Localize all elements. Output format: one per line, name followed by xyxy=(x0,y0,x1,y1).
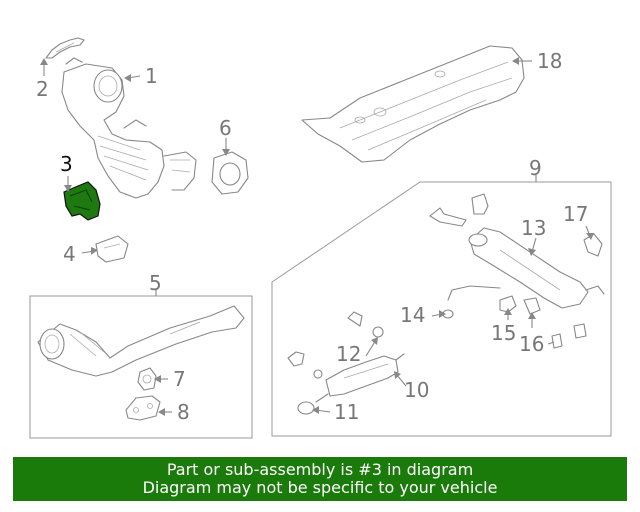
part-6-gasket[interactable] xyxy=(211,151,249,195)
callout-2: 2 xyxy=(36,77,49,101)
part-13-muffler[interactable] xyxy=(447,227,605,309)
part-info-banner: Part or sub-assembly is #3 in diagram Di… xyxy=(13,457,627,501)
part-12-hanger[interactable] xyxy=(287,311,384,379)
sub-assembly-box-5 xyxy=(29,295,253,439)
sub-assembly-box-9 xyxy=(271,181,612,437)
callout-9: 9 xyxy=(529,156,542,180)
banner-line-disclaimer: Diagram may not be specific to your vehi… xyxy=(142,478,498,497)
part-3-bracket-highlighted[interactable] xyxy=(63,181,101,221)
part-2-gasket[interactable] xyxy=(45,37,85,59)
callout-1: 1 xyxy=(145,64,158,88)
callout-17: 17 xyxy=(563,202,588,226)
part-9-hanger-bracket[interactable] xyxy=(429,193,489,227)
callout-11: 11 xyxy=(334,400,359,424)
part-4-bracket[interactable] xyxy=(95,235,129,263)
callout-6: 6 xyxy=(219,116,232,140)
callout-8: 8 xyxy=(177,400,190,424)
part-11-clamp[interactable] xyxy=(297,401,315,415)
callout-10: 10 xyxy=(404,378,429,402)
part-1-catalytic-converter[interactable] xyxy=(61,57,197,199)
exhaust-parts-diagram: 1 2 3 4 5 6 7 8 9 10 11 12 13 14 15 16 1… xyxy=(29,37,612,439)
part-18-heat-shield[interactable] xyxy=(301,45,525,163)
callout-16: 16 xyxy=(519,332,544,356)
callout-5: 5 xyxy=(149,271,162,295)
part-10-resonator[interactable] xyxy=(315,353,405,403)
callout-4: 4 xyxy=(63,242,76,266)
banner-line-part: Part or sub-assembly is #3 in diagram xyxy=(166,460,474,479)
part-5-front-pipe[interactable] xyxy=(37,305,245,377)
part-8-bracket[interactable] xyxy=(125,395,161,421)
part-17-clamp[interactable] xyxy=(583,233,603,257)
callout-18: 18 xyxy=(537,49,562,73)
part-7-insulator[interactable] xyxy=(137,367,157,391)
callout-14: 14 xyxy=(400,303,425,327)
lead-lines xyxy=(40,57,594,416)
callout-7: 7 xyxy=(173,367,186,391)
callout-15: 15 xyxy=(491,321,516,345)
callout-13: 13 xyxy=(521,216,546,240)
callout-12: 12 xyxy=(336,342,361,366)
callout-3[interactable]: 3 xyxy=(60,152,73,176)
part-16-bolt-bracket[interactable] xyxy=(523,297,587,349)
part-15-insulator[interactable] xyxy=(499,295,517,313)
